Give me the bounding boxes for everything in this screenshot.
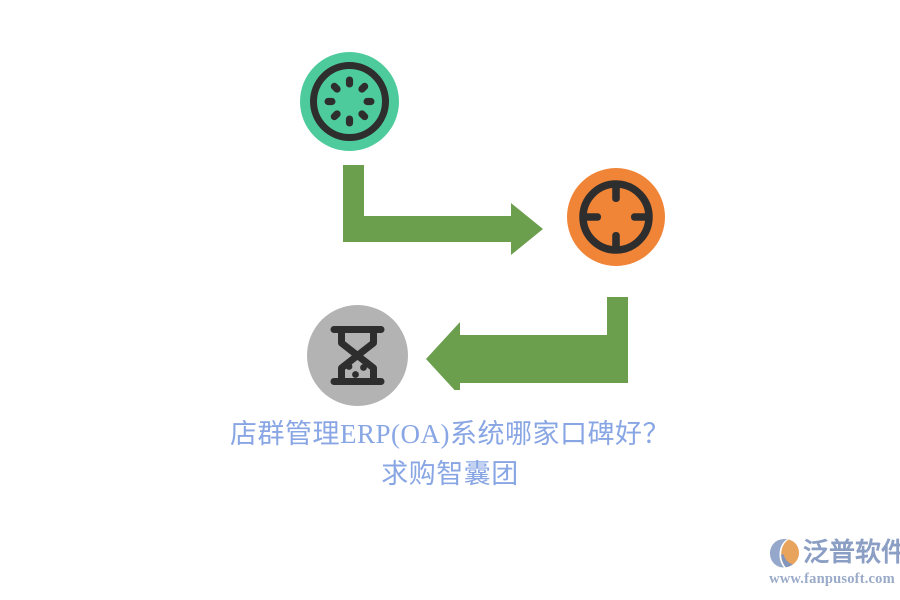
watermark-brand-row: 泛普软件: [768, 534, 900, 572]
elbow-arrow-left-icon: [426, 297, 628, 396]
caption-line-2: 求购智囊团: [381, 459, 519, 489]
caption-text: 店群管理ERP(OA)系统哪家口碑好？ 求购智囊团: [0, 414, 900, 494]
fanpu-leaf-logo-icon: [770, 539, 799, 568]
connector-loading-to-target: [338, 165, 553, 260]
caption-line-1: 店群管理ERP(OA)系统哪家口碑好？: [230, 419, 670, 449]
loading-spinner-icon: [300, 52, 399, 151]
watermark: 泛普软件 www.fanpusoft.com: [768, 534, 900, 594]
hourglass-icon: [307, 305, 408, 406]
elbow-arrow-right-icon: [343, 165, 543, 255]
crosshair-target-icon: [567, 168, 665, 266]
connector-target-to-hourglass: [418, 292, 636, 396]
node-hourglass-badge[interactable]: [307, 305, 408, 406]
node-target-badge[interactable]: [567, 168, 665, 266]
watermark-url: www.fanpusoft.com: [769, 571, 895, 587]
watermark-brand-name: 泛普软件: [803, 538, 900, 567]
node-loading-badge[interactable]: [300, 52, 399, 151]
